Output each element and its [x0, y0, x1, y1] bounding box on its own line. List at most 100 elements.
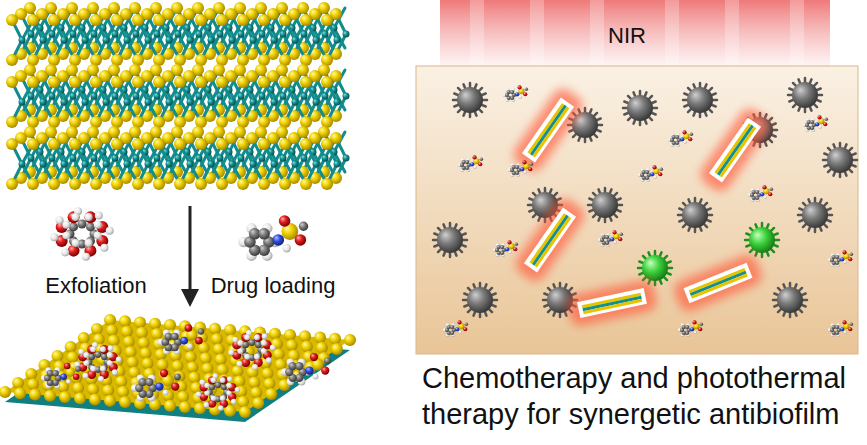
photothermal-nanosheet: [532, 215, 569, 266]
cyclodextrin-molecule: [244, 354, 250, 360]
drug-molecule: [187, 343, 193, 349]
cyclodextrin-molecule: [95, 212, 103, 220]
mos2-layer: [6, 64, 350, 128]
mos2-layer: [187, 37, 194, 44]
mos2-layer: [61, 99, 68, 106]
nir-light: [665, 0, 679, 70]
mos2-layer: [175, 31, 182, 38]
nanosheet: [265, 388, 277, 400]
drug-molecule: [638, 165, 663, 182]
drug-molecule: [503, 85, 528, 102]
nanosheet: [0, 314, 356, 422]
mos2-layer: [195, 14, 207, 26]
drug-molecule: [185, 324, 193, 332]
drug-molecule: [652, 165, 656, 169]
mos2-layer: [70, 155, 77, 162]
drug-molecule: [52, 370, 59, 377]
mos2-layer: [250, 37, 257, 44]
nanosheet: [329, 333, 341, 345]
process-arrow: [181, 206, 199, 307]
mos2-layer: [6, 14, 18, 26]
nanosheet: [331, 343, 343, 355]
mos2-layer: [111, 76, 123, 88]
drug-molecule: [658, 172, 662, 176]
photothermal-nanosheet: [577, 288, 647, 318]
cyclodextrin-molecule: [220, 377, 226, 383]
cyclodextrin-molecule: [249, 339, 256, 346]
cyclodextrin-molecule: [226, 383, 232, 389]
mos2-layer: [91, 93, 98, 100]
bacterium: [798, 198, 832, 232]
bacterium: [638, 251, 672, 285]
mos2-layer: [217, 31, 224, 38]
mos2-layer: [90, 178, 102, 190]
photothermal-nanosheet: [566, 278, 659, 328]
mos2-layer: [280, 93, 287, 100]
bacterium: [592, 192, 618, 218]
mos2-layer: [90, 76, 102, 88]
mos2-layer: [103, 161, 110, 168]
drug-molecule: [171, 382, 179, 390]
bacterium: [777, 287, 803, 313]
mos2-layer: [28, 31, 35, 38]
mos2-layer: [271, 161, 278, 168]
photothermal-nanosheet: [719, 127, 756, 178]
mos2-layer: [313, 37, 320, 44]
mos2-layer: [195, 138, 207, 150]
photothermal-nanosheet: [671, 252, 765, 315]
drug-molecule: [507, 240, 511, 244]
nanosheet: [157, 359, 169, 371]
drug-molecule: [522, 160, 526, 164]
cyclodextrin-molecule: [85, 239, 93, 247]
nir-light: [470, 0, 484, 70]
nanosheet: [237, 396, 249, 408]
mos2-layer: [279, 138, 291, 150]
mos2-layer: [174, 14, 186, 26]
mos2-layer: [49, 93, 56, 100]
mos2-layer: [48, 178, 60, 190]
nanosheet: [224, 324, 236, 336]
mos2-layer: [279, 178, 291, 190]
drug-molecule: [835, 255, 839, 259]
cyclodextrin-molecule: [112, 369, 118, 375]
drug-molecule: [313, 374, 319, 380]
drug-molecule: [690, 133, 693, 136]
mos2-layer: [27, 14, 39, 26]
drug-molecule: [850, 323, 853, 326]
nanosheet: [344, 334, 356, 346]
cyclodextrin-molecule: [71, 213, 79, 221]
drug-molecule: [450, 325, 454, 329]
mos2-layer: [321, 76, 333, 88]
drug-molecule: [598, 230, 623, 247]
mos2-layer: [69, 178, 81, 190]
drug-molecule: [688, 137, 692, 141]
mos2-layer: [259, 93, 266, 100]
drug-molecule: [160, 369, 168, 377]
light-label: NIR: [608, 23, 646, 49]
nanosheet: [263, 378, 275, 390]
drug-molecule: [694, 331, 697, 334]
cyclodextrin-molecule: [203, 402, 209, 408]
cyclodextrin-molecule: [74, 342, 122, 382]
cyclodextrin-molecule: [82, 253, 90, 261]
mos2-layer: [19, 37, 26, 44]
cyclodextrin-molecule: [106, 227, 114, 235]
mos2-layer: [28, 155, 35, 162]
drug-molecule: [509, 251, 512, 254]
cyclodextrin-molecule: [108, 345, 114, 351]
drug-molecule: [163, 390, 169, 396]
drug-molecule: [455, 327, 459, 331]
mos2-layer: [69, 76, 81, 88]
cyclodextrin-molecule: [98, 376, 104, 382]
mos2-layer: [61, 161, 68, 168]
nanosheet: [65, 341, 77, 353]
mos2-layer: [166, 99, 173, 106]
mos2-layer: [322, 31, 329, 38]
nanosheet: [121, 326, 133, 338]
mos2-layer: [27, 178, 39, 190]
nanosheet: [286, 339, 298, 351]
cyclodextrin-molecule: [227, 376, 233, 382]
drug-molecule: [764, 196, 767, 199]
cyclodextrin-molecule: [220, 376, 228, 384]
mos2-layer: [69, 138, 81, 150]
